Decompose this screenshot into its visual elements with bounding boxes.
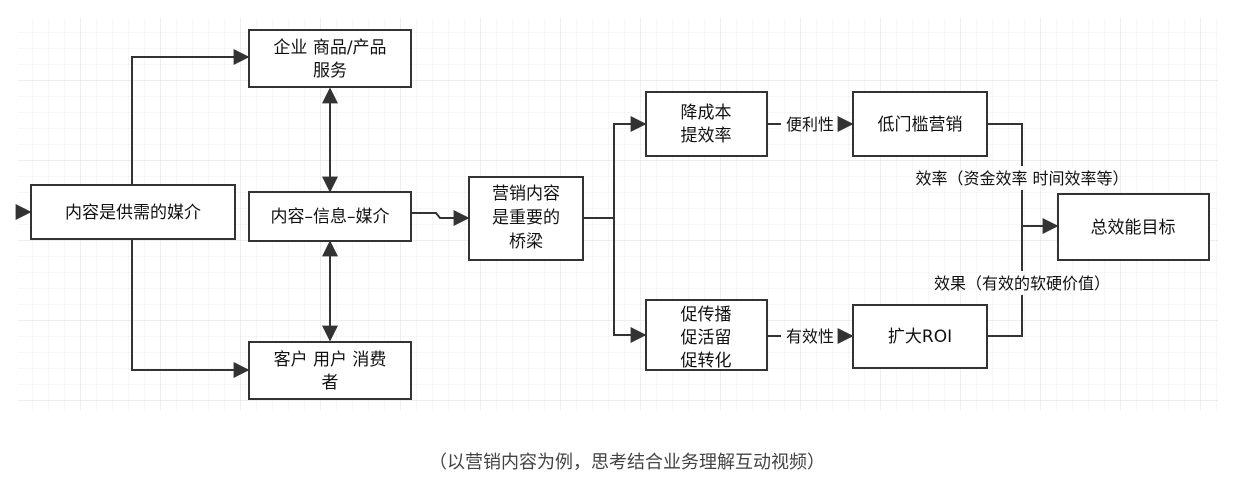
node-customer-label-line2: 者 <box>322 373 339 393</box>
node-enterprise-label-line2: 服务 <box>313 61 347 81</box>
edges <box>15 49 1059 378</box>
edge-label-effectiveness: 有效性 <box>786 327 834 346</box>
edge-label-efficiency: 效率（资金效率 时间效率等） <box>915 169 1128 188</box>
edge-label-convenience: 便利性 <box>786 115 834 134</box>
figure-caption: （以营销内容为例，思考结合业务理解互动视频） <box>429 452 825 473</box>
node-goal-box <box>1057 193 1210 261</box>
edge-split-to-spread <box>613 218 647 343</box>
node-info-box <box>248 191 412 242</box>
node-info-label: 内容–信息–媒介 <box>271 207 390 227</box>
node-cost-box <box>645 91 768 157</box>
node-spread-label-line1: 促传播 <box>681 305 732 325</box>
edge-roi-to-merge <box>987 295 1023 337</box>
node-bridge-label-line2: 是重要的 <box>492 208 560 228</box>
edge-media-to-enterprise <box>131 49 250 185</box>
edge-labels: 便利性 有效性 效率（资金效率 时间效率等） 效果（有效的软硬价值） <box>786 115 1129 346</box>
node-bridge-label-line1: 营销内容 <box>492 184 560 204</box>
node-roi-label: 扩大ROI <box>888 327 952 347</box>
node-roi-box <box>852 304 988 369</box>
edge-split-to-cost <box>613 116 647 218</box>
edge-media-to-customer <box>131 239 250 378</box>
edge-info-to-bridge <box>411 210 470 226</box>
node-spread-label-line3: 促转化 <box>681 351 732 371</box>
node-lowbar-label: 低门槛营销 <box>878 115 963 135</box>
node-cost-label-line1: 降成本 <box>681 103 732 123</box>
node-labels: 内容是供需的媒介 企业 商品/产品 服务 内容–信息–媒介 客户 用户 消费 者… <box>65 38 1176 393</box>
node-customer-box <box>248 341 412 400</box>
node-cost-label-line2: 提效率 <box>681 126 732 146</box>
edge-lowbar-to-merge <box>987 123 1023 166</box>
node-spread-box <box>645 299 768 371</box>
node-media-box <box>30 184 236 240</box>
node-enterprise-label-line1: 企业 商品/产品 <box>273 38 386 58</box>
edge-label-effect: 效果（有效的软硬价值） <box>934 274 1110 293</box>
node-bridge-box <box>468 176 584 261</box>
node-lowbar-box <box>852 91 988 157</box>
node-media-label: 内容是供需的媒介 <box>65 203 201 223</box>
node-enterprise-box <box>248 29 412 88</box>
node-goal-label: 总效能目标 <box>1091 218 1176 238</box>
node-bridge-label-line3: 桥梁 <box>509 232 543 252</box>
node-spread-label-line2: 促活留 <box>681 328 732 348</box>
node-customer-label-line1: 客户 用户 消费 <box>274 350 387 370</box>
nodes <box>30 29 1210 400</box>
